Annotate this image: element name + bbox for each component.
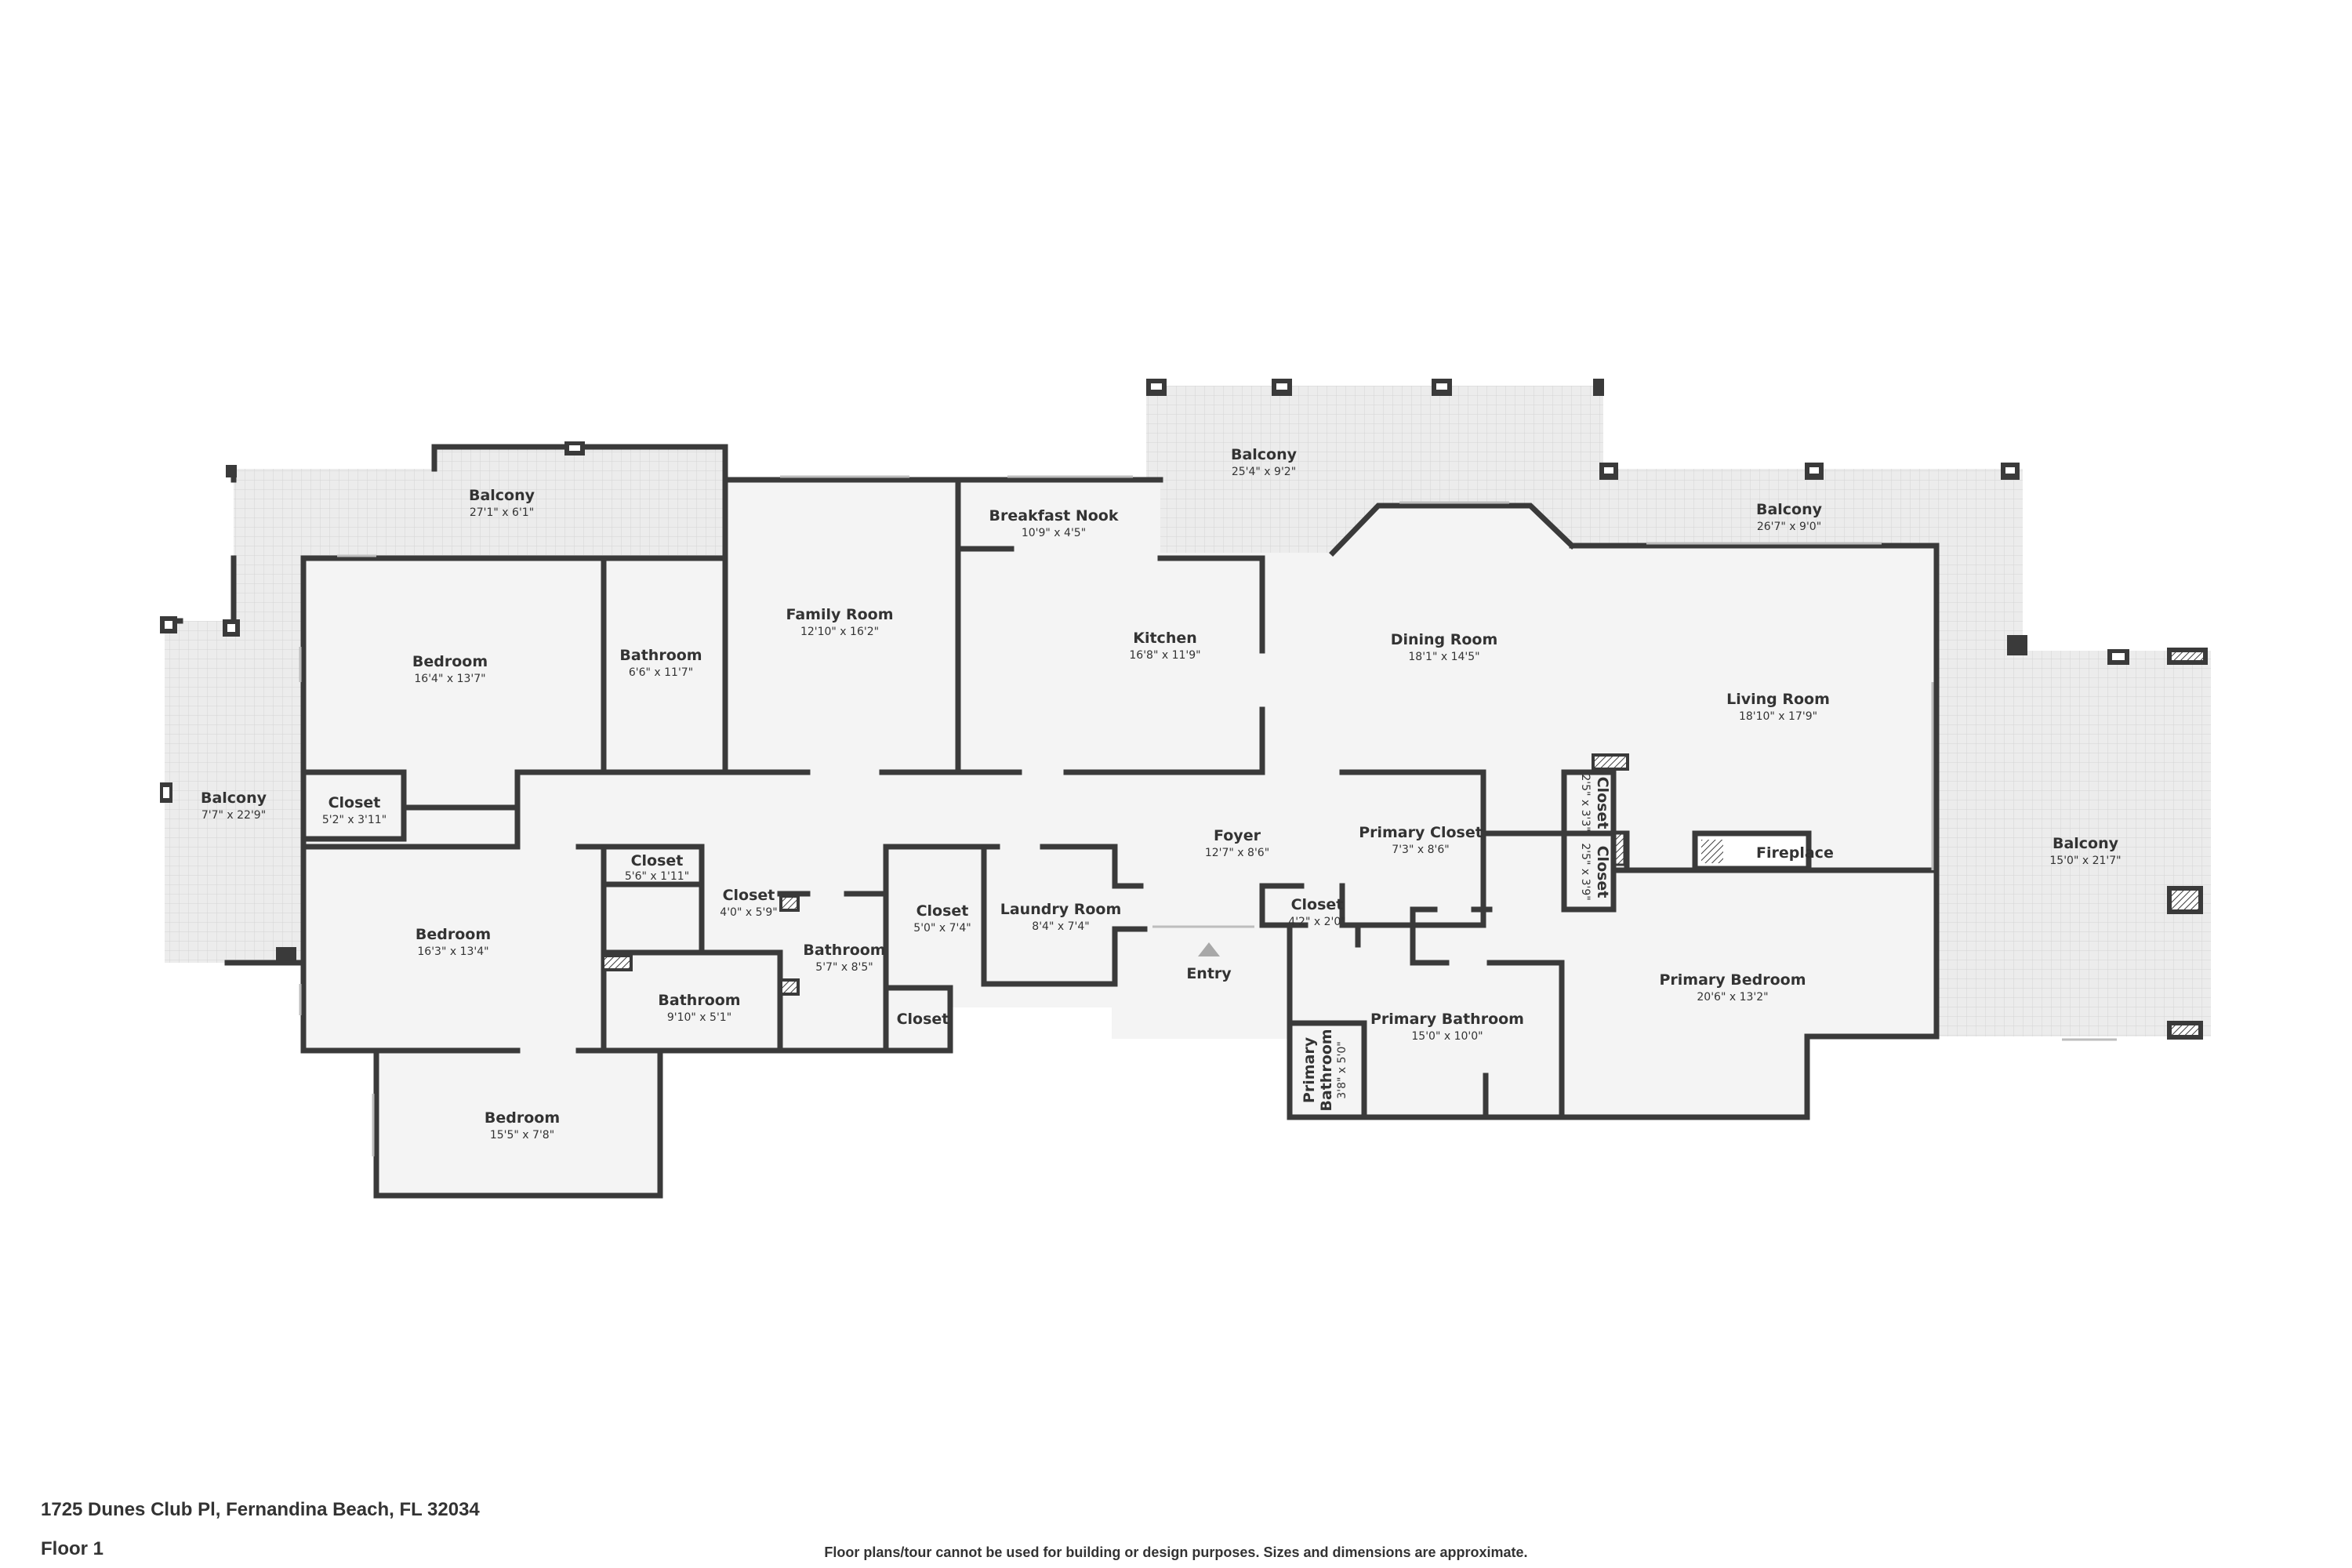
laundry-room-dims: 8'4" x 7'4"	[1032, 920, 1089, 933]
fireplace-label: Fireplace	[1756, 844, 1834, 862]
breakfast-nook-dims: 10'9" x 4'5"	[1022, 527, 1086, 539]
bedroom-3-name: Bedroom	[485, 1109, 560, 1127]
closet-6-dims: 4'2" x 2'0"	[1288, 916, 1345, 928]
family-room-dims: 12'10" x 16'2"	[800, 626, 879, 638]
entry-marker: Entry	[1152, 925, 1254, 982]
foyer-name: Foyer	[1214, 827, 1261, 844]
entry-arrow-icon	[1198, 942, 1220, 956]
breakfast-nook-name: Breakfast Nook	[989, 507, 1119, 524]
closet-6-name: Closet	[1291, 896, 1344, 913]
balcony-e-dims: 15'0" x 21'7"	[2049, 855, 2121, 867]
address-text: 1725 Dunes Club Pl, Fernandina Beach, FL…	[41, 1499, 480, 1520]
closet-5-name: Closet	[897, 1011, 949, 1028]
balcony-nw-name: Balcony	[469, 487, 535, 504]
balcony-w-dims: 7'7" x 22'9"	[201, 809, 266, 822]
closet-3-dims: 4'0" x 5'9"	[720, 906, 777, 919]
living-room-dims: 18'10" x 17'9"	[1739, 710, 1817, 723]
floor-label: Floor 1	[41, 1538, 104, 1559]
windows	[299, 475, 2117, 1156]
primary-bathroom-small-dims: 3'8" x 5'0"	[1336, 1041, 1348, 1098]
dining-room-dims: 18'1" x 14'5"	[1408, 651, 1479, 663]
shafts	[601, 753, 1629, 996]
kitchen-name: Kitchen	[1133, 630, 1197, 647]
bathroom-2-dims: 9'10" x 5'1"	[667, 1011, 731, 1024]
closet-2-name: Closet	[631, 852, 684, 869]
balcony-nw-dims: 27'1" x 6'1"	[470, 506, 534, 519]
bedroom-1-dims: 16'4" x 13'7"	[414, 673, 485, 685]
balcony-n-dims: 25'4" x 9'2"	[1232, 466, 1296, 478]
columns	[160, 379, 2208, 1040]
balcony-n-area	[1146, 386, 2023, 651]
primary-closet-dims: 7'3" x 8'6"	[1392, 844, 1449, 856]
balcony-n-name: Balcony	[1231, 446, 1298, 463]
bathroom-1-dims: 6'6" x 11'7"	[629, 666, 693, 679]
balcony-e-name: Balcony	[2053, 835, 2119, 852]
bathroom-2-name: Bathroom	[658, 992, 740, 1009]
fireplace: Fireplace	[1692, 830, 1834, 872]
bedroom-1-name: Bedroom	[412, 653, 488, 670]
closet-8-name: Closet	[1594, 846, 1611, 898]
disclaimer-text: Floor plans/tour cannot be used for buil…	[824, 1544, 1528, 1560]
primary-bedroom-dims: 20'6" x 13'2"	[1697, 991, 1768, 1004]
family-room-name: Family Room	[786, 606, 893, 623]
bathroom-3-dims: 5'7" x 8'5"	[815, 961, 873, 974]
closet-2-dims: 5'6" x 1'11"	[625, 870, 689, 883]
bathroom-3-name: Bathroom	[803, 942, 885, 959]
interior-floor	[303, 478, 1939, 1196]
room-labels: Balcony 27'1" x 6'1" Balcony 7'7" x 22'9…	[201, 446, 2122, 1142]
balcony-w-area	[165, 621, 303, 963]
balconies	[165, 386, 2211, 1036]
primary-closet-name: Primary Closet	[1359, 824, 1483, 841]
primary-bathroom-small-line2: Bathroom	[1318, 1029, 1335, 1111]
rotated-labels: Closet 2'5" x 3'3" Closet 2'5" x 3'9" Pr…	[1301, 774, 1611, 1111]
primary-bathroom-small-line1: Primary	[1301, 1036, 1318, 1103]
dining-room-name: Dining Room	[1391, 631, 1498, 648]
bedroom-3-dims: 15'5" x 7'8"	[490, 1129, 554, 1142]
closet-4-dims: 5'0" x 7'4"	[913, 922, 971, 935]
foyer-dims: 12'7" x 8'6"	[1205, 847, 1269, 859]
closet-1-dims: 5'2" x 3'11"	[322, 814, 387, 826]
balcony-w-name: Balcony	[201, 789, 267, 807]
primary-bedroom-name: Primary Bedroom	[1659, 971, 1806, 989]
walls	[162, 444, 1940, 1199]
living-room-name: Living Room	[1726, 691, 1830, 708]
laundry-room-name: Laundry Room	[1000, 901, 1122, 918]
kitchen-dims: 16'8" x 11'9"	[1129, 649, 1200, 662]
bedroom-2-name: Bedroom	[416, 926, 491, 943]
primary-bathroom-dims: 15'0" x 10'0"	[1411, 1030, 1483, 1043]
closet-1-name: Closet	[328, 794, 381, 811]
primary-bathroom-name: Primary Bathroom	[1370, 1011, 1524, 1028]
balcony-nw-area	[234, 447, 725, 631]
bathroom-1-name: Bathroom	[619, 647, 702, 664]
balcony-ne-name: Balcony	[1756, 501, 1823, 518]
closet-3-name: Closet	[723, 887, 775, 904]
closet-7-dims: 2'5" x 3'3"	[1579, 774, 1592, 831]
balcony-ne-dims: 26'7" x 9'0"	[1757, 521, 1821, 533]
bedroom-2-dims: 16'3" x 13'4"	[417, 946, 488, 958]
entry-label: Entry	[1186, 965, 1232, 982]
closet-7-name: Closet	[1594, 777, 1611, 829]
closet-8-dims: 2'5" x 3'9"	[1579, 843, 1592, 900]
closet-4-name: Closet	[916, 902, 969, 920]
balcony-e-area	[1938, 651, 2211, 1036]
